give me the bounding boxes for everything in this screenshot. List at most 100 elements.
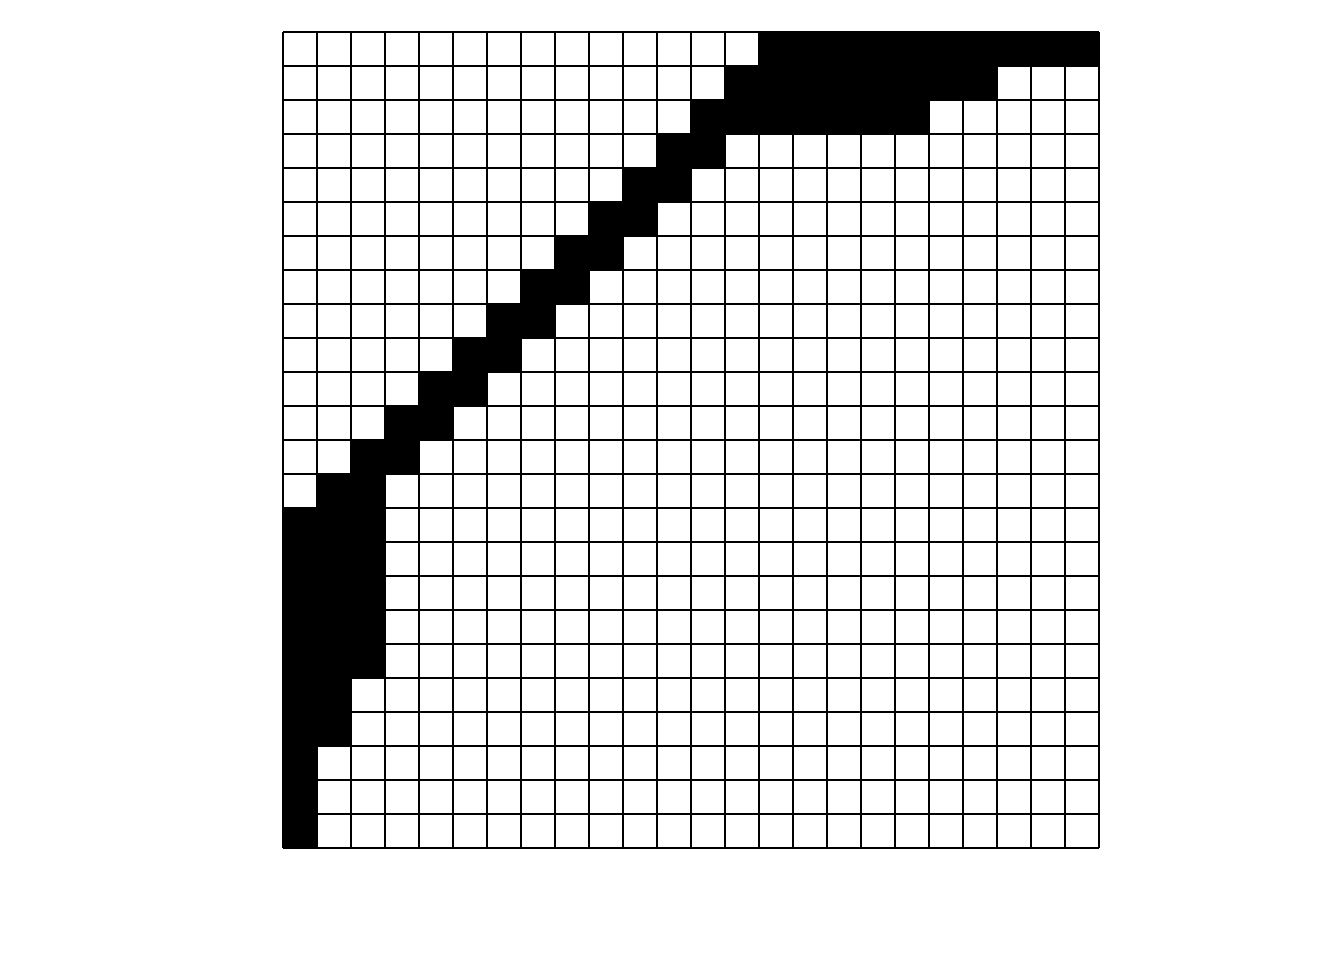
empty-cell [691, 474, 726, 509]
filled-cell [895, 100, 930, 135]
empty-cell [555, 372, 590, 407]
empty-cell [827, 814, 862, 849]
empty-cell [691, 440, 726, 475]
empty-cell [1065, 576, 1100, 611]
empty-cell [793, 610, 828, 645]
empty-cell [1031, 610, 1066, 645]
empty-cell [895, 338, 930, 373]
empty-cell [793, 576, 828, 611]
filled-cell [283, 610, 318, 645]
empty-cell [283, 100, 318, 135]
empty-cell [759, 814, 794, 849]
empty-cell [725, 746, 760, 781]
empty-cell [929, 168, 964, 203]
empty-cell [657, 746, 692, 781]
empty-cell [521, 32, 556, 67]
filled-cell [963, 32, 998, 67]
empty-cell [691, 678, 726, 713]
empty-cell [623, 678, 658, 713]
empty-cell [453, 474, 488, 509]
filled-cell [691, 100, 726, 135]
filled-cell [861, 66, 896, 101]
empty-cell [1031, 576, 1066, 611]
empty-cell [1065, 678, 1100, 713]
empty-cell [555, 440, 590, 475]
empty-cell [589, 100, 624, 135]
empty-cell [861, 338, 896, 373]
empty-cell [283, 66, 318, 101]
empty-cell [419, 576, 454, 611]
empty-cell [589, 474, 624, 509]
empty-cell [861, 508, 896, 543]
empty-cell [997, 440, 1032, 475]
empty-cell [419, 678, 454, 713]
filled-cell [419, 372, 454, 407]
empty-cell [1031, 168, 1066, 203]
empty-cell [351, 270, 386, 305]
filled-cell [725, 66, 760, 101]
empty-cell [419, 644, 454, 679]
filled-cell [317, 678, 352, 713]
empty-cell [623, 134, 658, 169]
empty-cell [317, 780, 352, 815]
empty-cell [317, 814, 352, 849]
empty-cell [793, 814, 828, 849]
empty-cell [589, 576, 624, 611]
filled-cell [793, 100, 828, 135]
empty-cell [657, 372, 692, 407]
empty-cell [997, 338, 1032, 373]
empty-cell [453, 576, 488, 611]
empty-cell [997, 644, 1032, 679]
empty-cell [623, 712, 658, 747]
empty-cell [963, 202, 998, 237]
empty-cell [589, 440, 624, 475]
empty-cell [895, 746, 930, 781]
empty-cell [589, 168, 624, 203]
empty-cell [691, 644, 726, 679]
empty-cell [1031, 644, 1066, 679]
empty-cell [351, 338, 386, 373]
empty-cell [1065, 542, 1100, 577]
empty-cell [861, 440, 896, 475]
empty-cell [827, 270, 862, 305]
empty-cell [725, 576, 760, 611]
empty-cell [827, 134, 862, 169]
empty-cell [623, 304, 658, 339]
empty-cell [385, 746, 420, 781]
empty-cell [657, 66, 692, 101]
filled-cell [283, 712, 318, 747]
empty-cell [963, 406, 998, 441]
empty-cell [487, 66, 522, 101]
empty-cell [657, 338, 692, 373]
empty-cell [623, 236, 658, 271]
empty-cell [657, 712, 692, 747]
empty-cell [521, 576, 556, 611]
empty-cell [351, 168, 386, 203]
empty-cell [895, 508, 930, 543]
empty-cell [827, 406, 862, 441]
empty-cell [1065, 304, 1100, 339]
empty-cell [453, 542, 488, 577]
empty-cell [657, 100, 692, 135]
grid-lines [282, 31, 1100, 849]
empty-cell [963, 270, 998, 305]
filled-cell [657, 134, 692, 169]
empty-cell [827, 678, 862, 713]
empty-cell [895, 542, 930, 577]
empty-cell [929, 542, 964, 577]
empty-cell [1031, 66, 1066, 101]
empty-cell [1031, 474, 1066, 509]
empty-cell [895, 576, 930, 611]
empty-cell [317, 32, 352, 67]
empty-cell [725, 236, 760, 271]
filled-cell [317, 712, 352, 747]
empty-cell [1031, 678, 1066, 713]
empty-cell [691, 270, 726, 305]
empty-cell [759, 304, 794, 339]
empty-cell [385, 270, 420, 305]
empty-cell [861, 814, 896, 849]
empty-cell [827, 440, 862, 475]
empty-cell [1031, 236, 1066, 271]
empty-cell [351, 406, 386, 441]
empty-cell [725, 644, 760, 679]
